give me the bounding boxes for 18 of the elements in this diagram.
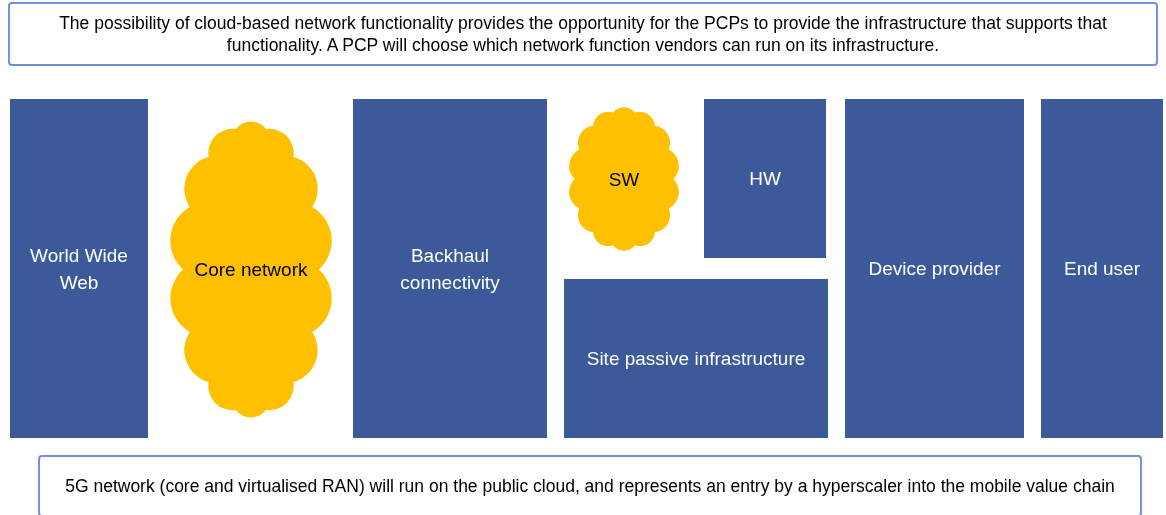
- category-box: [1041, 99, 1163, 438]
- box-label: Device provider: [868, 257, 1001, 281]
- callout-box: [38, 455, 1142, 515]
- callout-text: 5G network (core and virtualised RAN) will run on the public cloud, and represents an entry by a hyperscaler into the mobile value chain: [65, 475, 1115, 497]
- cloud-label: SW: [608, 167, 640, 192]
- category-box: [353, 99, 547, 438]
- callout-box: [8, 2, 1158, 66]
- callout-text: The possibility of cloud-based network functionality provides the opportunity for the PCPs to provide the infrastructure that supports that functionality. A PCP will choose which network function vendors can run on its infrastructure.: [58, 12, 1108, 56]
- box-label: Site passive infrastructure: [586, 347, 806, 371]
- box-label: World Wide Web: [29, 243, 129, 295]
- box-label: Backhaul connectivity: [399, 243, 501, 295]
- category-box: [10, 99, 148, 438]
- box-label: HW: [749, 167, 781, 191]
- cloud-label: Core network: [194, 258, 308, 282]
- box-label: End user: [1063, 257, 1140, 281]
- category-box: [704, 99, 826, 258]
- category-box: [564, 279, 828, 438]
- category-box: [845, 99, 1024, 438]
